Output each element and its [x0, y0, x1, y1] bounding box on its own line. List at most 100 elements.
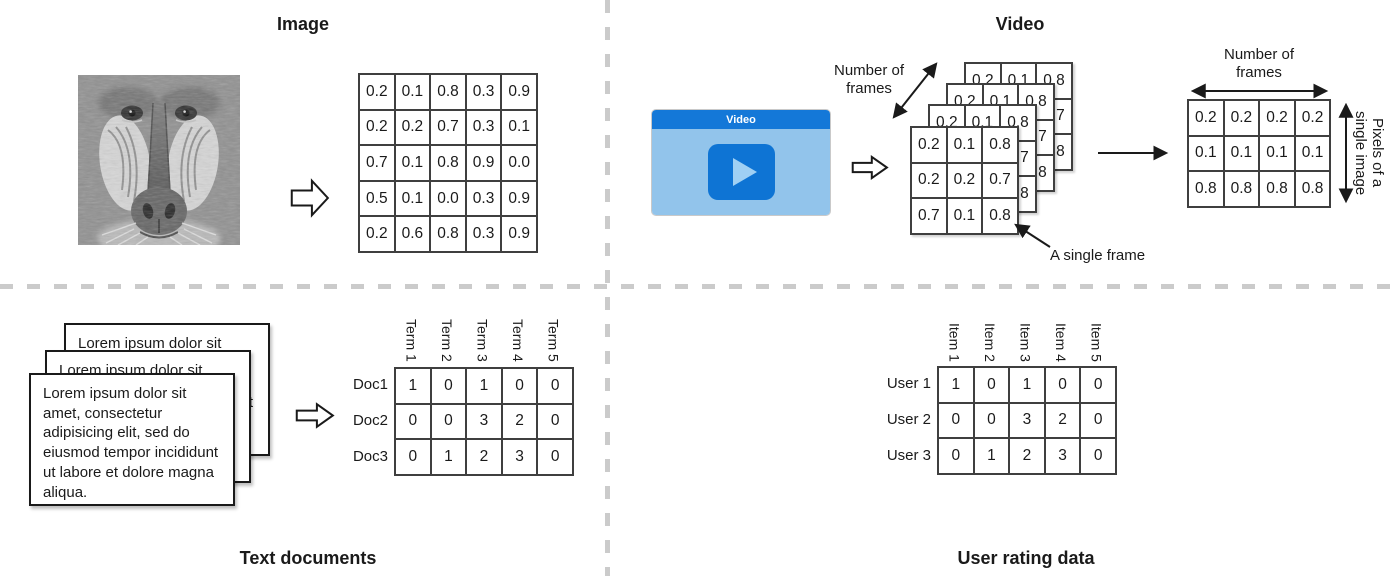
matrix-cell: 0.1: [393, 73, 432, 111]
matrix-cell: 1: [972, 437, 1011, 475]
baboon-image: [78, 75, 240, 245]
user-rating-quadrant-title: User rating data: [957, 548, 1095, 568]
matrix-cell: 0.8: [429, 144, 467, 182]
matrix-cell: 0.7: [981, 161, 1019, 200]
doc-row-label: Doc3: [322, 439, 394, 475]
term-column-header-text: Term 1: [403, 319, 420, 362]
term-column-headers: Term 1 Term 2 Term 3 Term 4 Term 5: [394, 306, 571, 362]
matrix-cell: 0.1: [945, 126, 984, 164]
matrix-cell: 0.2: [358, 73, 396, 111]
matrix-cell: 3: [465, 402, 503, 441]
term-column-header-text: Term 5: [545, 319, 562, 362]
doc-row-label: Doc1: [322, 367, 394, 403]
term-column-header: Term 4: [500, 306, 535, 362]
matrix-cell: 0.8: [1187, 170, 1225, 208]
term-column-header: Term 3: [465, 306, 500, 362]
matrix-cell: 0: [536, 438, 574, 476]
matrix-cell: 0: [1079, 401, 1117, 440]
item-column-header: Item 2: [972, 306, 1007, 362]
matrix-cell: 1: [937, 366, 975, 404]
matrix-cell: 0.8: [981, 197, 1019, 235]
matrix-cell: 0.2: [1187, 99, 1225, 137]
matrix-cell: 0.3: [464, 73, 503, 111]
matrix-cell: 0.8: [429, 215, 467, 253]
matrix-cell: 3: [1043, 437, 1082, 475]
play-button-icon: [707, 144, 775, 200]
number-of-frames-horizontal-arrow: [1190, 83, 1329, 99]
matrix-cell: 0.6: [393, 215, 432, 253]
single-frame-pointer-arrow: [1014, 223, 1051, 248]
doc-row-label-text: Doc2: [352, 412, 388, 430]
matrix-cell: 0: [500, 367, 539, 405]
matrix-cell: 0.8: [981, 126, 1019, 164]
term-column-header-text: Term 4: [509, 319, 526, 362]
user-row-label: User 2: [865, 402, 937, 438]
user-row-label: User 1: [865, 366, 937, 402]
matrix-cell: 3: [500, 438, 539, 476]
matrix-cell: 0: [536, 367, 574, 405]
image-quadrant-title: Image: [276, 14, 330, 34]
term-column-header-text: Term 2: [439, 319, 456, 362]
matrix-cell: 3: [1008, 401, 1046, 440]
matrix-cell: 0.2: [945, 161, 984, 200]
item-column-header-text: Item 1: [946, 323, 963, 362]
matrix-cell: 0.3: [464, 108, 503, 147]
item-column-header-text: Item 2: [982, 323, 999, 362]
video-player-titlebar: Video: [652, 110, 830, 129]
video-to-frames-arrow: [852, 154, 888, 181]
matrix-cell: 0.7: [910, 197, 948, 235]
matrix-cell: 0.1: [500, 108, 538, 147]
video-quadrant-title: Video: [995, 14, 1045, 34]
matrix-cell: 0.1: [393, 179, 432, 218]
matrix-cell: 0.2: [910, 126, 948, 164]
video-player-title: Video: [726, 113, 756, 126]
matrix-cell: 0: [937, 437, 975, 475]
item-column-header-text: Item 3: [1017, 323, 1034, 362]
matrix-cell: 2: [465, 438, 503, 476]
matrix-cell: 2: [1043, 401, 1082, 440]
term-column-header: Term 1: [394, 306, 429, 362]
term-column-header: Term 5: [536, 306, 571, 362]
matrix-cell: 0: [536, 402, 574, 441]
matrix-cell: 0: [972, 366, 1011, 404]
matrix-cell: 0.9: [500, 73, 538, 111]
text-documents-quadrant-title: Text documents: [239, 548, 377, 568]
matrix-cell: 0: [394, 402, 432, 441]
documents-to-matrix-arrow: [296, 401, 334, 430]
item-column-header-text: Item 4: [1052, 323, 1069, 362]
matrix-cell: 0.2: [358, 108, 396, 147]
matrix-cell: 0: [972, 401, 1011, 440]
matrix-cell: 0.8: [1258, 170, 1296, 208]
matrix-cell: 0.8: [1222, 170, 1261, 208]
matrix-cell: 0: [429, 367, 468, 405]
single-frame-label: A single frame: [1050, 247, 1146, 264]
matrix-cell: 0: [1079, 366, 1117, 404]
matrix-cell: 0.1: [945, 197, 984, 235]
matrix-cell: 0.1: [1222, 134, 1261, 173]
matrix-cell: 0.9: [464, 144, 503, 182]
matrix-cell: 0.1: [1293, 134, 1332, 173]
matrix-cell: 0.2: [910, 161, 948, 200]
matrix-cell: 0.8: [429, 73, 467, 111]
matrix-cell: 0.3: [464, 179, 503, 218]
matrix-cell: 0.5: [358, 179, 396, 218]
matrix-cell: 2: [500, 402, 539, 441]
